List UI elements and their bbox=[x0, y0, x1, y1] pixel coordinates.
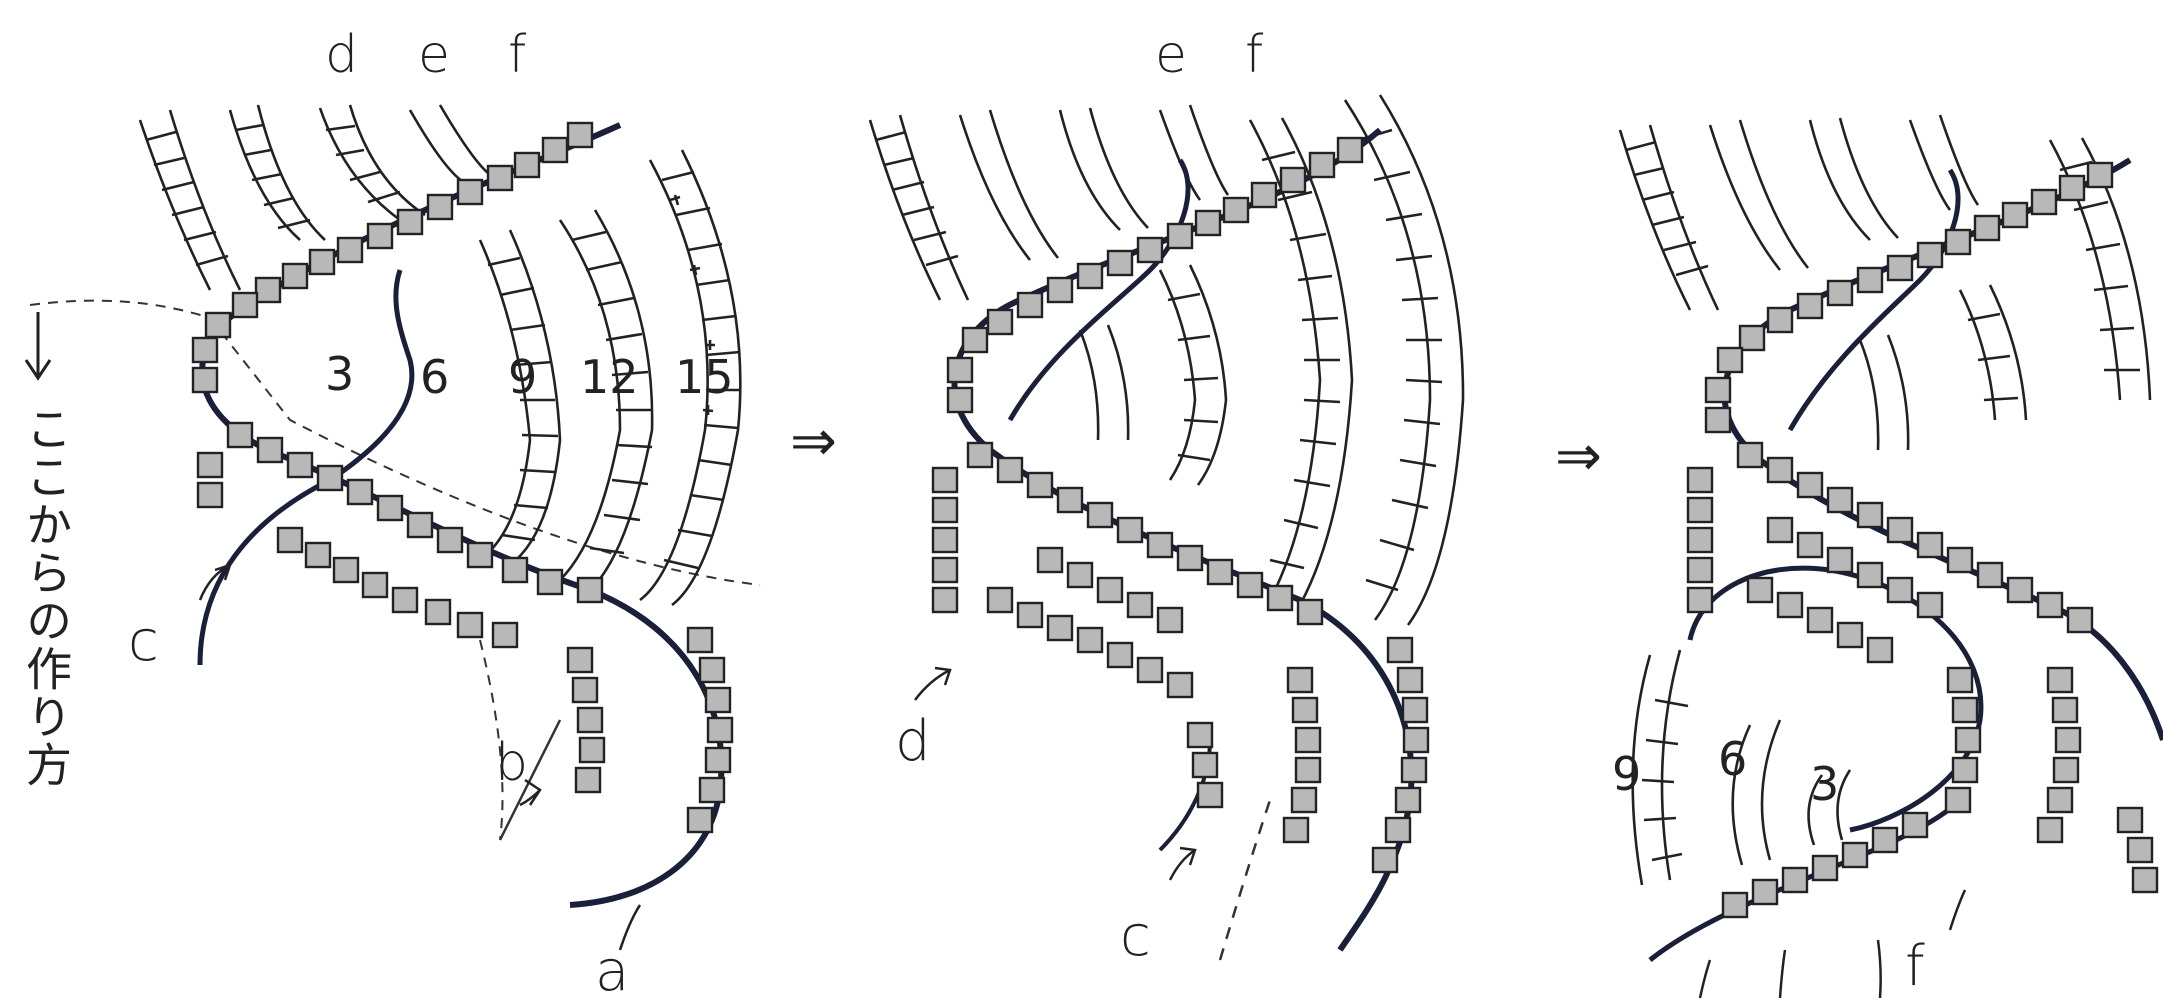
guide-dashed-line bbox=[30, 301, 210, 318]
pointer-arrow-icon bbox=[1878, 940, 1881, 998]
down-arrow-icon bbox=[26, 312, 50, 378]
number-9: 9 bbox=[508, 350, 537, 404]
panel-3: 9 6 3 f bbox=[1612, 115, 2163, 998]
label-e: e bbox=[418, 25, 450, 85]
label-d: d bbox=[325, 25, 358, 85]
pointer-arrow-icon bbox=[1170, 848, 1195, 880]
side-caption: ここからの作り方 bbox=[22, 405, 70, 789]
panel-1: d e f 3 6 9 12 15 c b a bbox=[26, 25, 760, 998]
label-d: d bbox=[895, 709, 931, 774]
number-15: 15 bbox=[675, 350, 734, 404]
label-f: f bbox=[1245, 25, 1264, 85]
pointer-arrow-icon bbox=[1700, 960, 1710, 998]
bead-squares-p1 bbox=[193, 123, 732, 832]
thread-a bbox=[202, 125, 721, 905]
number-3: 3 bbox=[1810, 757, 1839, 811]
step-arrow-2: ⇒ bbox=[1555, 424, 1602, 489]
pointer-arrow-icon bbox=[1780, 950, 1785, 998]
pointer-arrow-icon bbox=[915, 668, 950, 700]
label-f: f bbox=[1905, 934, 1925, 998]
label-a: a bbox=[595, 939, 629, 998]
panel-2: e f d c bbox=[870, 25, 1463, 969]
number-3: 3 bbox=[325, 347, 354, 401]
pointer-arrow-icon bbox=[1950, 890, 1965, 930]
label-c: c bbox=[128, 609, 159, 674]
number-6: 6 bbox=[420, 350, 449, 404]
number-6: 6 bbox=[1718, 732, 1747, 786]
number-12: 12 bbox=[580, 350, 639, 404]
label-e: e bbox=[1155, 25, 1187, 85]
bead-squares-p2 bbox=[933, 138, 1428, 872]
step-arrow-1: ⇒ bbox=[790, 409, 837, 474]
thread-dashed-p2 bbox=[1220, 800, 1270, 960]
label-f: f bbox=[508, 25, 527, 85]
label-c: c bbox=[1120, 904, 1151, 969]
label-b: b bbox=[495, 733, 528, 793]
number-9: 9 bbox=[1612, 747, 1641, 801]
